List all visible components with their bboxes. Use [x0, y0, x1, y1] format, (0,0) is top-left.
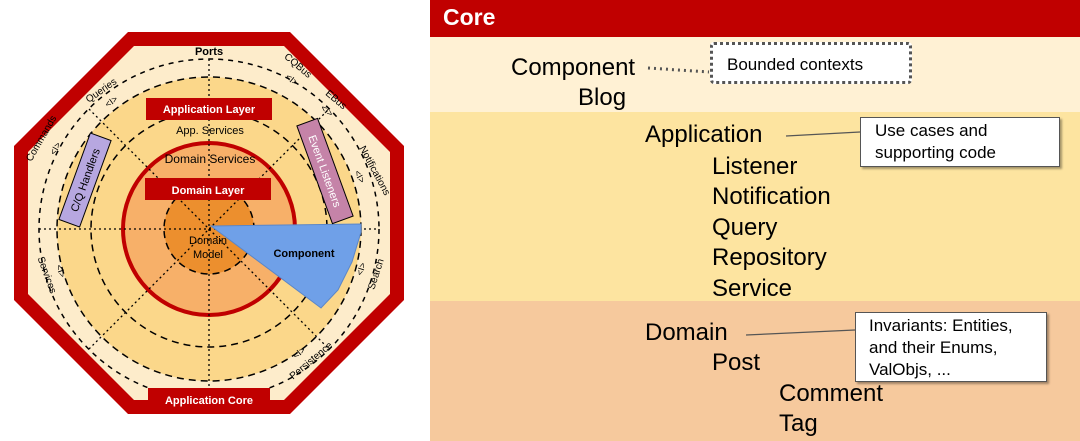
- application-core-label: Application Core: [165, 395, 253, 407]
- note-connectors: [647, 66, 861, 336]
- port-glyph-services: <I>: [54, 263, 68, 279]
- domain-services-label: Domain Services: [165, 152, 256, 166]
- note-invariants-line3: ValObjs, ...: [869, 360, 951, 379]
- note-invariants-line1: Invariants: Entities,: [869, 316, 1013, 335]
- tree-comment: Comment: [779, 380, 884, 407]
- port-glyph-search: <I>: [354, 261, 368, 276]
- note-bounded-contexts: Bounded contexts: [710, 42, 912, 84]
- event-listeners-box: [296, 117, 354, 225]
- domain-model-label-1: Domain: [189, 235, 227, 247]
- note-use-cases-line2: supporting code: [875, 143, 996, 162]
- core-title-bar: Core: [430, 0, 1080, 37]
- note-use-cases: Use cases and supporting code: [860, 117, 1060, 167]
- note-invariants-line2: and their Enums,: [869, 338, 998, 357]
- domain-layer-label: Domain Layer: [172, 185, 245, 197]
- tree-tag: Tag: [779, 410, 818, 437]
- note-invariants: Invariants: Entities, and their Enums, V…: [855, 312, 1047, 382]
- core-structure-panel: Core Component Blog Application Listener…: [430, 0, 1080, 441]
- tree-repository: Repository: [712, 244, 827, 271]
- app-services-label: App. Services: [176, 125, 244, 137]
- note-use-cases-line1: Use cases and: [875, 121, 988, 140]
- application-layer-label: Application Layer: [163, 104, 256, 116]
- tree-query: Query: [712, 214, 778, 241]
- tree-notification: Notification: [712, 183, 831, 210]
- note-bounded-text: Bounded contexts: [727, 55, 864, 74]
- domain-layer-box: [145, 178, 271, 200]
- component-slice: [209, 223, 362, 309]
- application-core-box: [148, 388, 270, 410]
- core-title: Core: [443, 4, 496, 30]
- tree-listener: Listener: [712, 153, 798, 180]
- tree-post: Post: [712, 349, 761, 376]
- tree-blog: Blog: [578, 84, 627, 111]
- hexagonal-architecture-diagram: Component Domain Model Domain Layer Doma…: [14, 32, 404, 414]
- application-layer-box: [146, 98, 272, 120]
- tree-service: Service: [712, 275, 793, 302]
- ports-label: Ports: [195, 46, 223, 58]
- component-slice-label: Component: [273, 248, 334, 260]
- tree-domain: Domain: [645, 319, 728, 346]
- domain-model-label-2: Model: [193, 249, 223, 261]
- cq-handlers-box: [58, 132, 112, 228]
- tree-component: Component: [511, 54, 636, 81]
- tree-application: Application: [645, 121, 763, 148]
